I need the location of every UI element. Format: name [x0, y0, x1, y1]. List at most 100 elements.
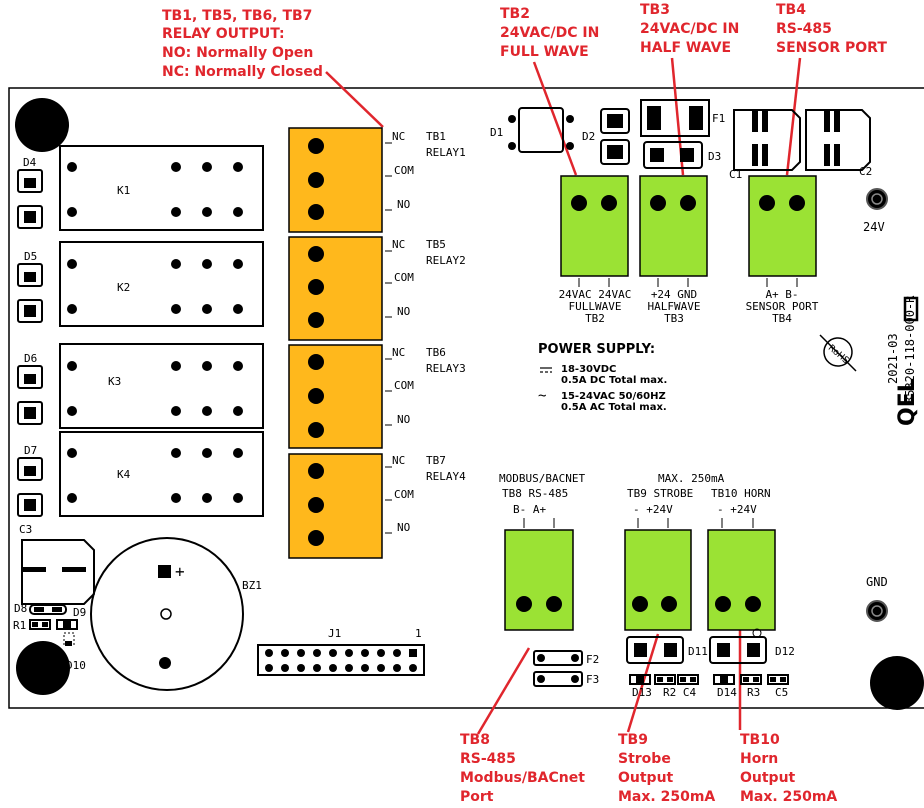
diode-d4-pad: [24, 178, 36, 188]
capacitor-c3-label: C3: [19, 523, 32, 536]
diode-d6-pad: [24, 374, 36, 384]
terminal-tb9-screw: [632, 596, 648, 612]
callout-tb8-line4: Port: [460, 789, 494, 805]
buzzer-center: [160, 608, 172, 620]
relay4-com-label: COM: [394, 488, 414, 501]
relay3-com-label: COM: [394, 379, 414, 392]
terminal-tb3: [639, 175, 708, 287]
callout-relay-line3: NO: Normally Open: [162, 45, 313, 61]
diode-d11: D11: [626, 636, 708, 664]
tb4-labels: A+ B- SENSOR PORT TB4: [746, 288, 819, 325]
fuse-f3-label: F3: [586, 673, 599, 686]
relay3-relay-label: RELAY3: [426, 362, 466, 375]
diode-d3-label: D3: [708, 150, 721, 163]
max-current-label: MAX. 250mA: [658, 472, 725, 485]
callout-relay-leader: [325, 71, 384, 128]
tb2-name-label: TB2: [585, 312, 605, 325]
terminal-tb8-body: [504, 529, 574, 631]
terminal-tb8-screw: [546, 596, 562, 612]
terminal-tb2-screw: [571, 195, 587, 211]
terminal-tb3-body: [639, 175, 708, 277]
relay-k1-pin: [233, 207, 243, 217]
relay4-tb-label: TB7: [426, 454, 446, 467]
header-j1-pin: [393, 664, 401, 672]
header-j1-pin: [313, 664, 321, 672]
terminal-tb10-screw: [715, 596, 731, 612]
tb2-pin-label: 24VAC 24VAC: [559, 288, 632, 301]
fuse-f1-label: F1: [712, 112, 725, 125]
diode-d6-lower-pad: [24, 407, 36, 419]
diode-d7-lower: [17, 493, 43, 517]
relay-block-3: D6 K3: [17, 343, 264, 429]
tb8-protocol-label: MODBUS/BACNET: [499, 472, 585, 485]
relay-k2-pin: [202, 259, 212, 269]
ac-symbol-icon: ~: [538, 388, 546, 404]
header-j1-pin: [265, 649, 273, 657]
terminal-tb3-screw: [680, 195, 696, 211]
callout-tb4-line3: SENSOR PORT: [776, 40, 887, 56]
terminal-tb7-screw: [308, 463, 324, 479]
relay2-relay-label: RELAY2: [426, 254, 466, 267]
callout-relay-line1: TB1, TB5, TB6, TB7: [162, 8, 312, 24]
relay-k1: [59, 145, 264, 231]
callout-tb8-line1: TB8: [460, 732, 490, 748]
relay-k4-pin: [233, 448, 243, 458]
relay1-com-label: COM: [394, 164, 414, 177]
terminal-tb10-body: [707, 529, 776, 631]
relay-k1-pin: [67, 207, 77, 217]
power-dc-line1: 18-30VDC: [561, 364, 616, 375]
relay-k1-label: K1: [117, 184, 130, 197]
relay-k3-pin: [233, 361, 243, 371]
relay2-no-label: NO: [397, 305, 410, 318]
capacitor-c2: C2: [805, 109, 872, 178]
relay2-com-label: COM: [394, 271, 414, 284]
fuse-f2: [533, 650, 583, 666]
pin-gnd-pad: [866, 600, 888, 622]
diode-d8-label: D8: [14, 602, 27, 615]
terminal-tb7-screw: [308, 530, 324, 546]
diode-d7-label: D7: [24, 444, 37, 457]
header-j1-pin: [393, 649, 401, 657]
buzzer-pin-square: [158, 565, 171, 578]
callout-tb10-line2: Horn: [740, 751, 778, 767]
relay-k1-pin: [171, 207, 181, 217]
diode-d6-lower: [17, 401, 43, 425]
relay-block-1: D4 K1: [17, 145, 264, 231]
terminal-tb5-body: [288, 236, 383, 341]
header-j1-pin: [409, 649, 417, 657]
callout-tb2: TB2 24VAC/DC IN FULL WAVE: [500, 6, 599, 176]
callout-tb8-line2: RS-485: [460, 751, 516, 767]
relay4-relay-label: RELAY4: [426, 470, 466, 483]
header-j1-pin: [281, 664, 289, 672]
terminal-tb1-screw: [308, 204, 324, 220]
relay1-nc-label: NC: [392, 130, 405, 143]
relay-k4-pin: [202, 448, 212, 458]
callout-tb8-leader: [476, 647, 531, 735]
callout-tb3-line1: TB3: [640, 2, 670, 18]
diode-d5-label: D5: [24, 250, 37, 263]
tb9-pin-label: - +24V: [633, 503, 673, 516]
callout-tb3-line3: HALF WAVE: [640, 40, 731, 56]
diode-d5: [17, 263, 43, 287]
relay-k1-pin: [67, 162, 77, 172]
relay-k3-pin: [233, 406, 243, 416]
relay-k4-pin: [171, 448, 181, 458]
relay3-tb-label: TB6: [426, 346, 446, 359]
relay-k1-pin: [202, 162, 212, 172]
relay-labels-3: NC TB6 RELAY3 COM NO: [385, 346, 466, 426]
relay-k3-pin: [171, 406, 181, 416]
pin-gnd: GND: [866, 575, 888, 622]
smd-row-left: D13 R2 C4: [629, 674, 699, 699]
relay3-no-label: NO: [397, 413, 410, 426]
relay2-tb-label: TB5: [426, 238, 446, 251]
callout-tb10-line3: Output: [740, 770, 796, 786]
relay-k1-pin: [202, 207, 212, 217]
brand-date: 2021-03: [886, 333, 900, 384]
header-j1-label: J1: [328, 627, 341, 640]
brand-part-number: 85320-118-000-R: [903, 295, 917, 404]
resistor-r3-label: R3: [747, 686, 760, 699]
relay1-no-label: NO: [397, 198, 410, 211]
tb4-mode-label: SENSOR PORT: [746, 300, 819, 313]
relay-k3-pin: [202, 361, 212, 371]
terminal-tb9: [624, 529, 692, 631]
